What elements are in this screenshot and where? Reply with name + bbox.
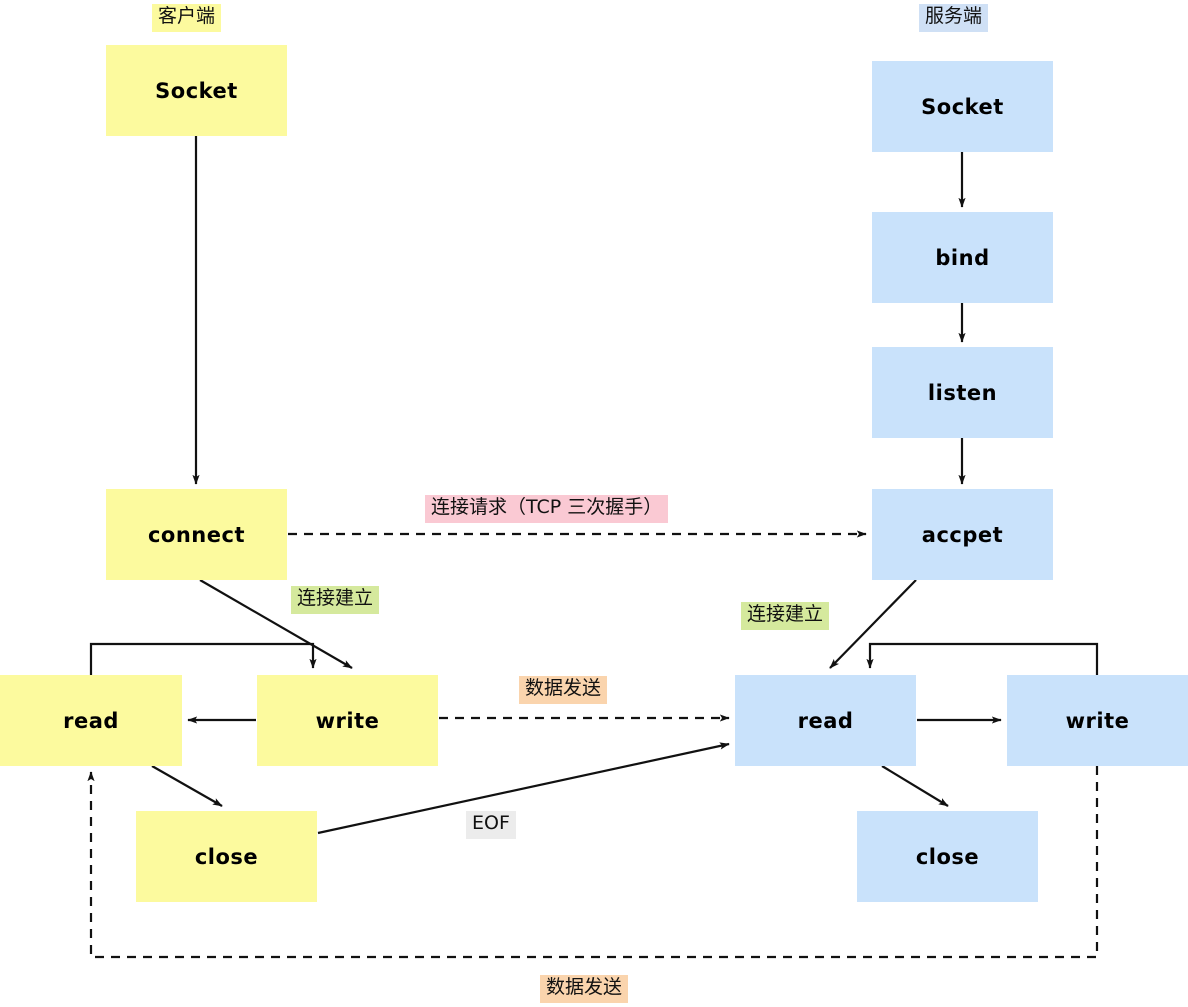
label-data-send-top: 数据发送 — [519, 676, 608, 704]
node-server-accept[interactable]: accpet — [872, 489, 1053, 580]
client-column-header: 客户端 — [152, 4, 222, 32]
node-client-write[interactable]: write — [257, 675, 438, 766]
label-data-send-bottom: 数据发送 — [540, 975, 629, 1003]
server-column-header: 服务端 — [919, 4, 989, 32]
node-client-connect[interactable]: connect — [106, 489, 287, 580]
node-server-close[interactable]: close — [857, 811, 1038, 902]
edge-server-read-to-close — [881, 765, 949, 807]
node-client-read[interactable]: read — [0, 675, 182, 766]
node-client-socket[interactable]: Socket — [106, 45, 287, 136]
edge-accept-to-server-read — [829, 579, 917, 669]
label-tcp-handshake: 连接请求（TCP 三次握手） — [425, 495, 669, 523]
edge-client-read-to-write — [89, 642, 317, 675]
node-client-close[interactable]: close — [136, 811, 317, 902]
node-server-write[interactable]: write — [1007, 675, 1188, 766]
node-server-listen[interactable]: listen — [872, 347, 1053, 438]
node-server-socket[interactable]: Socket — [872, 61, 1053, 152]
label-eof: EOF — [466, 811, 516, 839]
node-server-bind[interactable]: bind — [872, 212, 1053, 303]
label-connection-established-client: 连接建立 — [291, 586, 380, 614]
edge-client-read-to-client-close — [151, 765, 223, 807]
label-connection-established-server: 连接建立 — [741, 602, 830, 630]
node-server-read[interactable]: read — [735, 675, 916, 766]
edge-server-write-to-read — [866, 642, 1099, 675]
